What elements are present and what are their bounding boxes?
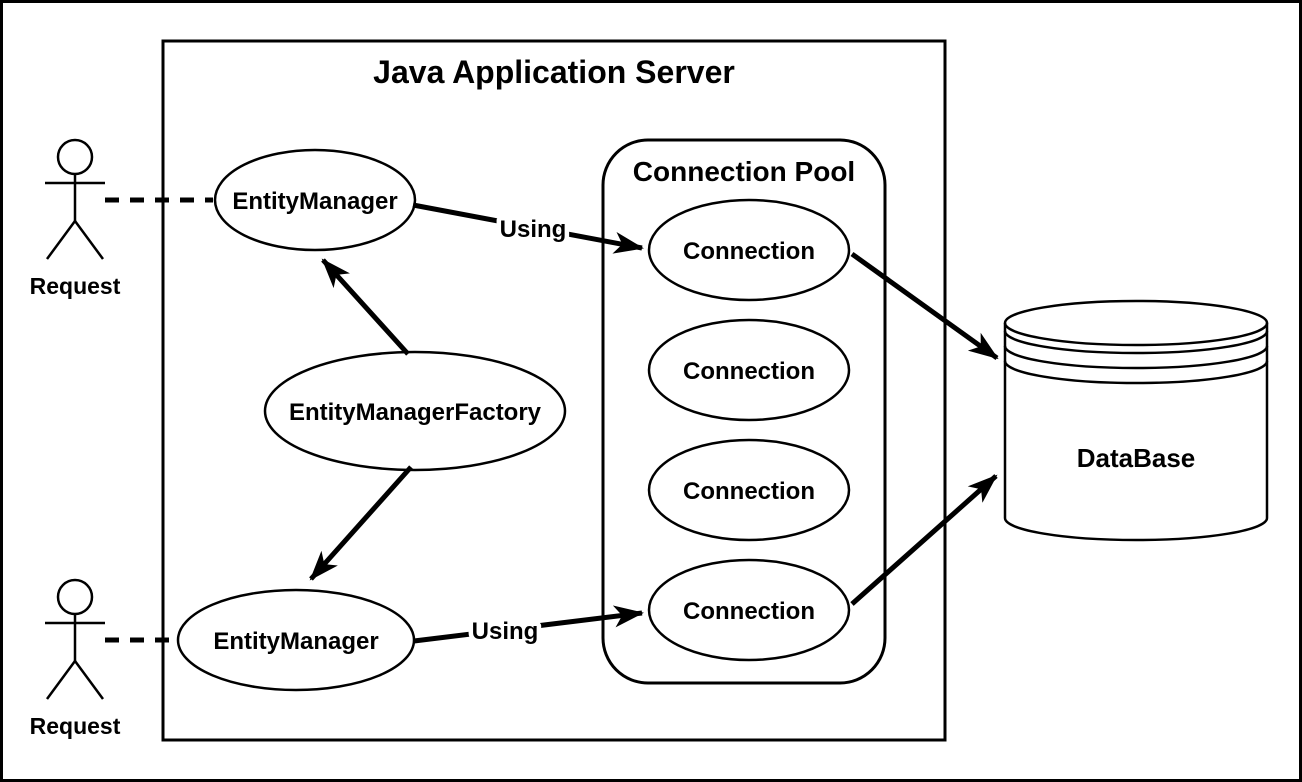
connection-4-ellipse — [647, 558, 851, 662]
entity-manager-top-label: EntityManager — [232, 188, 397, 215]
actor-bottom-legs — [45, 660, 105, 700]
edge-factory-to-top-entity-manager — [321, 258, 410, 356]
database-disk-line-2 — [1003, 345, 1269, 370]
entity-manager-factory-ellipse — [263, 350, 567, 472]
actor-bottom-label: Request — [30, 713, 121, 739]
actor-top-legs — [45, 220, 105, 260]
connection-4-label: Connection — [683, 598, 815, 625]
database-cylinder-body — [1003, 323, 1269, 542]
actor-top-head-icon — [56, 138, 94, 176]
actor-bottom: Request — [30, 578, 121, 739]
database-cylinder-top — [1003, 299, 1269, 347]
entity-manager-factory-label: EntityManagerFactory — [289, 399, 542, 426]
node-entity-manager-bottom: EntityManager — [176, 588, 416, 692]
java-application-server-box: Java Application Server — [161, 39, 947, 742]
edge-using-top — [412, 202, 644, 254]
connection-pool-box: Connection Pool — [601, 138, 887, 685]
connection-2-ellipse — [647, 318, 851, 422]
connection-3-label: Connection — [683, 478, 815, 505]
database-disk-line-1 — [1003, 330, 1269, 355]
edge-using-top-label: Using — [500, 216, 567, 243]
node-entity-manager-top: EntityManager — [213, 148, 417, 252]
node-connection-4: Connection — [647, 558, 851, 662]
edge-factory-to-bottom-entity-manager — [309, 465, 413, 581]
node-database: DataBase — [1003, 299, 1269, 542]
server-box-title: Java Application Server — [373, 54, 735, 90]
server-box-outline — [161, 39, 947, 742]
entity-manager-bottom-label: EntityManager — [213, 628, 378, 655]
connection-pool-outline — [601, 138, 887, 685]
actor-bottom-head-icon — [56, 578, 94, 616]
node-connection-1: Connection — [647, 198, 851, 302]
connection-1-ellipse — [647, 198, 851, 302]
connection-2-label: Connection — [683, 358, 815, 385]
connection-pool-title: Connection Pool — [633, 156, 855, 187]
database-label: DataBase — [1077, 443, 1196, 473]
edge-using-bottom-label: Using — [472, 618, 539, 645]
node-entity-manager-factory: EntityManagerFactory — [263, 350, 567, 472]
database-disk-line-3 — [1003, 360, 1269, 385]
entity-manager-top-ellipse — [213, 148, 417, 252]
connection-1-label: Connection — [683, 238, 815, 265]
connection-3-ellipse — [647, 438, 851, 542]
edge-connection4-to-database — [850, 474, 998, 606]
actor-top: Request — [30, 138, 121, 299]
node-connection-2: Connection — [647, 318, 851, 422]
actor-top-label: Request — [30, 273, 121, 299]
edge-connection1-to-database — [850, 251, 999, 361]
node-connection-3: Connection — [647, 438, 851, 542]
edge-using-bottom — [413, 605, 644, 644]
